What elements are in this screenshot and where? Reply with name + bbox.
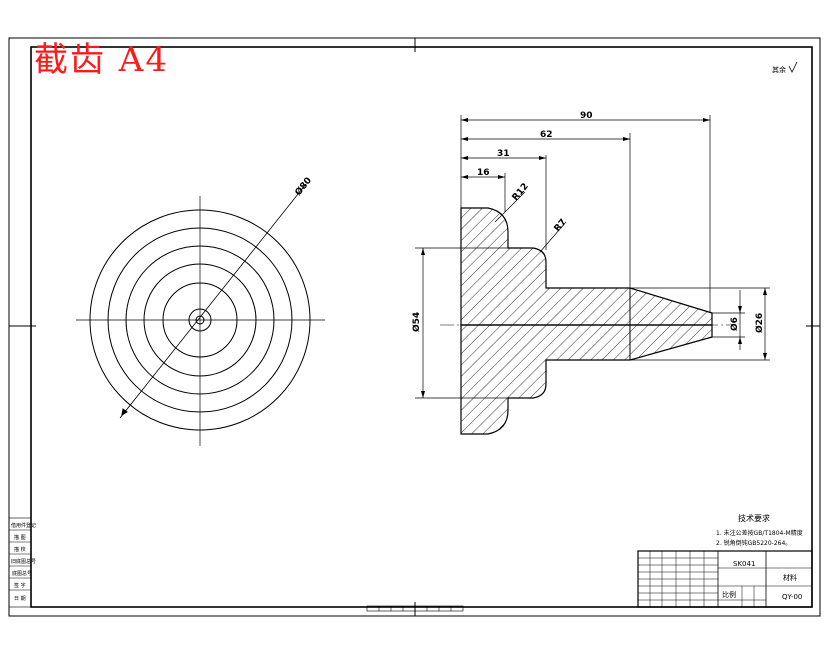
dim-arrows (421, 118, 767, 398)
dim-dia6: Ø6 (729, 317, 740, 331)
inner-frame (30, 46, 813, 608)
front-diameter-label: Ø80 (293, 175, 314, 198)
sheet-number: QY-00 (782, 593, 802, 601)
dim-16: 16 (477, 168, 490, 178)
dim-90: 90 (580, 111, 593, 121)
tech-req-line2: 2. 锐角倒钝GB5220-264。 (716, 539, 791, 547)
section-view (440, 207, 730, 435)
material-label: 材料 (783, 573, 797, 582)
dim-dia54: Ø54 (411, 312, 422, 332)
scale-ruler (366, 605, 464, 612)
strip-cell: 描 图 (14, 534, 26, 541)
tech-req-line1: 1. 未注公差按GB/T1804-M精度 (716, 529, 803, 537)
roughness-note: 其余 (772, 65, 786, 74)
dim-r12: R12 (511, 182, 531, 203)
strip-cell: 签 字 (14, 582, 26, 589)
roughness-symbol-icon (788, 61, 798, 73)
strip-cell: 描 校 (14, 546, 26, 553)
dim-62: 62 (540, 130, 553, 140)
strip-cell: 借用件登记 (11, 522, 36, 529)
strip-cell: 日 期 (14, 596, 26, 602)
tech-req-heading: 技术要求 (738, 513, 770, 523)
section-lower-half (460, 324, 713, 435)
section-upper-half (460, 207, 713, 326)
left-strip-cells: 借用件登记 描 图 描 校 旧底图总号 底图总号 签 字 日 期 (11, 522, 36, 602)
part-code: SK041 (733, 560, 755, 568)
scale-label: 比例 (722, 590, 736, 599)
dim-31: 31 (497, 149, 510, 159)
strip-cell: 旧底图总号 (11, 558, 36, 565)
left-strip-table (8, 517, 32, 608)
title-block (637, 550, 813, 608)
dim-dia26: Ø26 (754, 313, 765, 333)
front-view (76, 183, 325, 446)
title-stamp: 截齿 A4 (34, 40, 169, 80)
strip-cell: 底图总号 (12, 570, 32, 577)
dim-r7: R7 (553, 217, 569, 234)
